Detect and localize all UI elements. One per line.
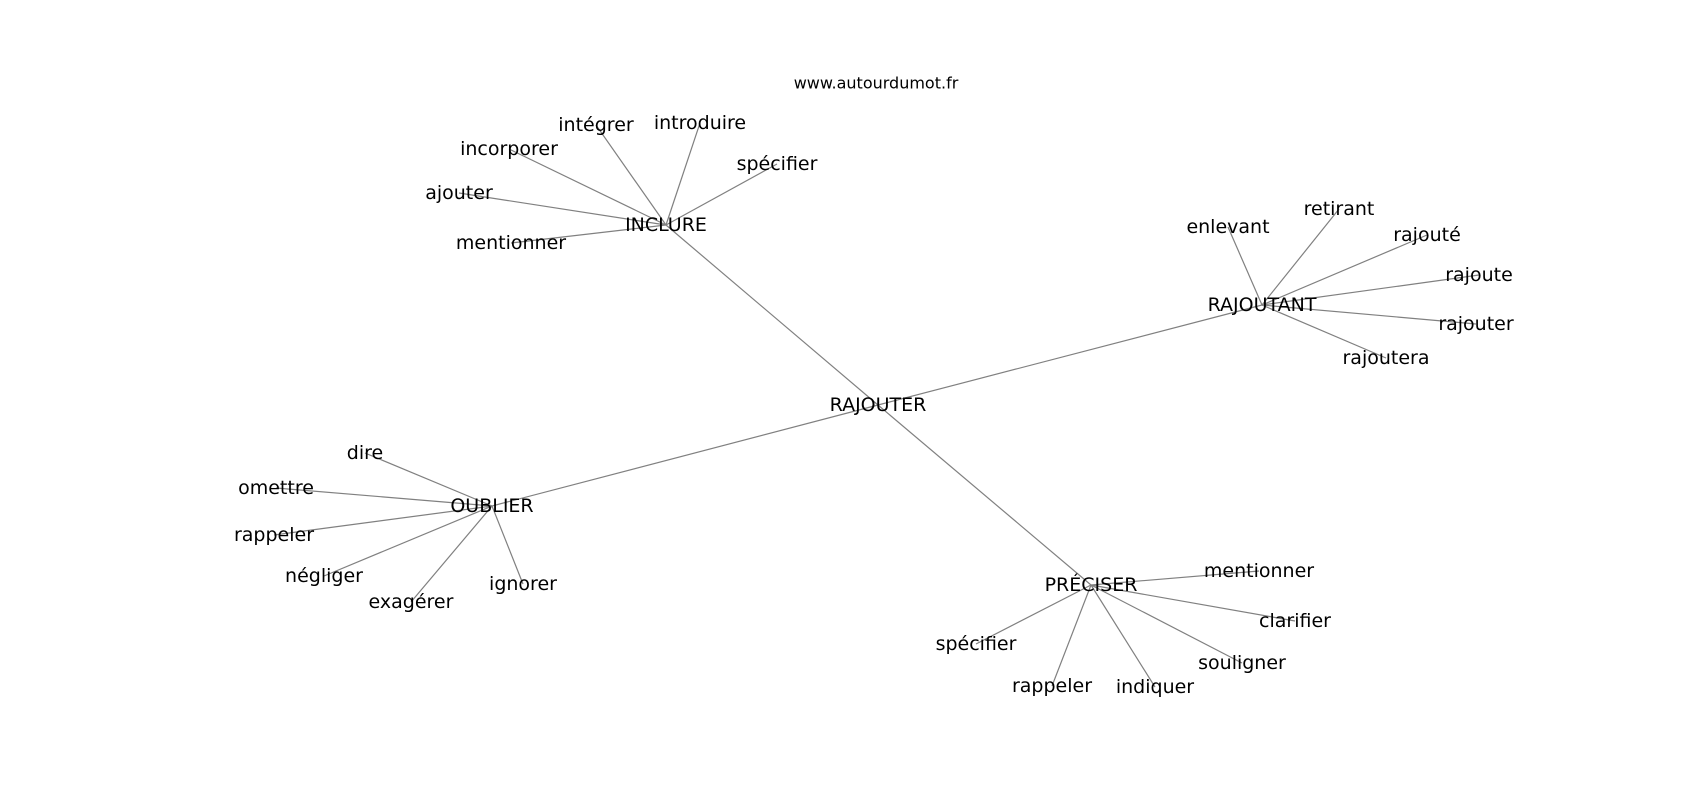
edge-rajoutant-leaf [1261,234,1428,306]
node-leaf-rajoutant: rajouter [1438,313,1514,335]
edge-preciser-leaf [975,584,1092,645]
edge-oublier-leaf [275,487,493,507]
node-leaf-rajoutant: rajoute [1445,264,1513,286]
edge-preciser-leaf [1090,584,1243,664]
node-leaf-oublier: ignorer [489,573,557,595]
node-leaf-inclure: ajouter [425,182,493,204]
node-root: RAJOUTER [830,394,927,416]
node-leaf-preciser: spécifier [936,633,1017,655]
edge-rajoutant-leaf [1261,304,1477,325]
node-leaf-rajoutant: rajoutera [1343,347,1430,369]
node-leaf-inclure: incorporer [460,138,558,160]
node-hub-preciser: PRÉCISER [1045,573,1138,596]
edge-oublier-leaf [323,505,493,577]
edge-oublier-leaf [273,505,493,536]
node-leaf-preciser: indiquer [1116,676,1194,698]
node-leaf-inclure: mentionner [456,232,566,254]
edge-inclure-leaf [508,148,667,226]
edge-inclure-leaf [665,163,778,226]
node-leaf-oublier: omettre [238,477,314,499]
node-leaf-inclure: introduire [654,112,746,134]
node-leaf-inclure: spécifier [737,153,818,175]
edge-inclure-leaf [510,224,667,244]
node-leaf-preciser: rappeler [1012,675,1092,697]
edge-root-rajoutant [877,304,1263,406]
node-leaf-preciser: mentionner [1204,560,1314,582]
source-credit: www.autourdumot.fr [794,74,959,93]
edge-root-oublier [491,404,879,507]
edge-rajoutant-leaf [1227,226,1263,306]
edge-oublier-leaf [364,452,493,507]
node-hub-inclure: INCLURE [625,214,707,236]
node-leaf-rajoutant: rajouté [1393,224,1461,246]
graph-labels: www.autourdumot.fr RAJOUTER intégrer intr… [234,74,1514,699]
edge-root-inclure [665,224,879,406]
edge-oublier-leaf [491,505,524,585]
edge-preciser-leaf [1090,584,1296,622]
edge-preciser-leaf [1051,584,1092,687]
node-leaf-preciser: souligner [1198,652,1286,674]
edge-rajoutant-leaf [1261,208,1340,306]
edge-inclure-leaf [665,122,701,226]
edge-oublier-leaf [410,505,493,603]
node-leaf-oublier: rappeler [234,524,314,546]
edge-preciser-leaf [1090,570,1260,586]
node-leaf-rajoutant: enlevant [1186,216,1269,238]
edge-rajoutant-leaf [1261,304,1387,359]
graph-edges [273,122,1480,688]
edge-root-preciser [877,404,1092,586]
edge-inclure-leaf [458,192,667,226]
node-hub-rajoutant: RAJOUTANT [1208,294,1317,316]
edge-preciser-leaf [1090,584,1156,688]
node-leaf-rajoutant: retirant [1304,198,1375,220]
node-hub-oublier: OUBLIER [450,495,533,517]
edge-inclure-leaf [595,124,667,226]
node-leaf-oublier: négliger [285,565,363,587]
node-leaf-oublier: exagérer [369,591,454,613]
node-leaf-inclure: intégrer [558,114,634,136]
node-leaf-oublier: dire [347,442,383,464]
edge-rajoutant-leaf [1261,274,1480,306]
node-leaf-preciser: clarifier [1259,610,1331,632]
